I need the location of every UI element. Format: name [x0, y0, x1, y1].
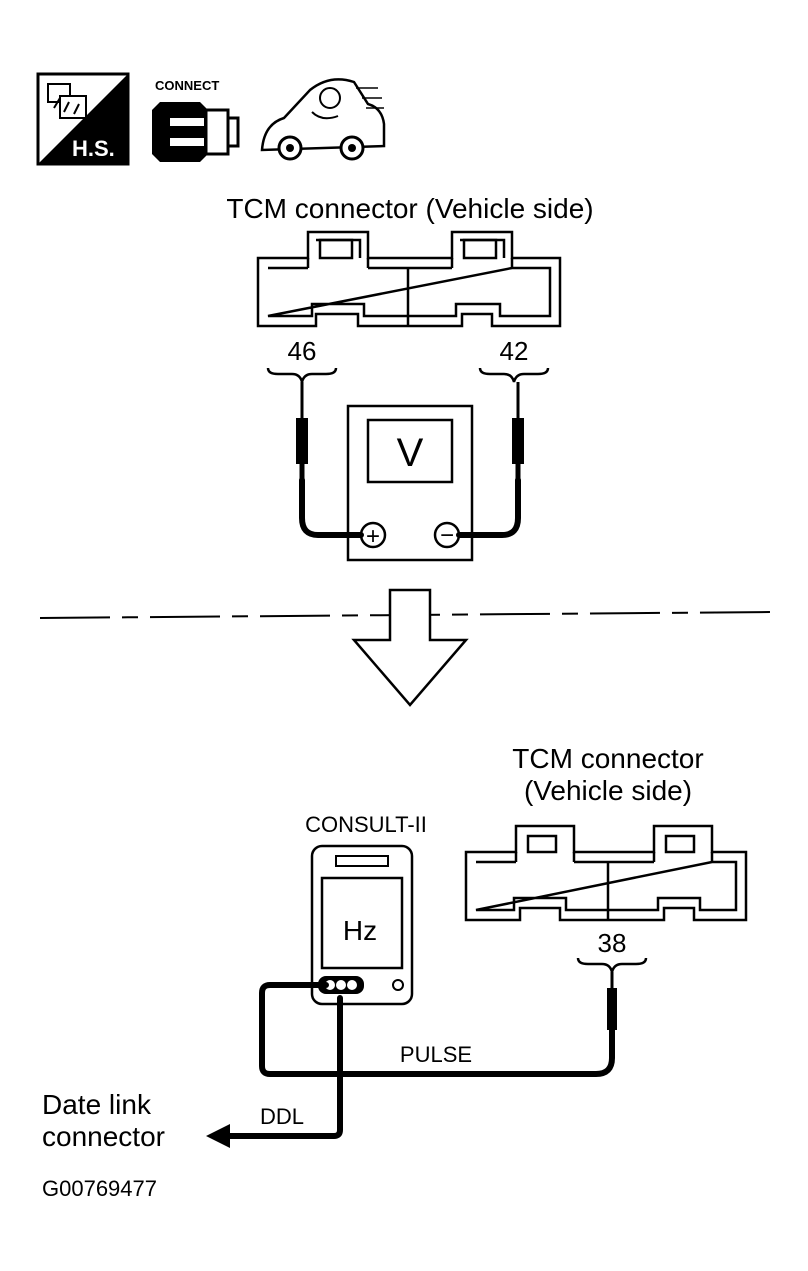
right-probe: [512, 382, 524, 480]
left-probe: [296, 382, 308, 480]
connect-label: CONNECT: [155, 78, 219, 93]
tcm-connector-bottom: [464, 824, 748, 922]
pulse-label: PULSE: [400, 1042, 472, 1067]
pin-38-brace: [576, 957, 648, 973]
down-arrow: [351, 588, 469, 707]
ddl-label: DDL: [260, 1104, 304, 1129]
minus-terminal: −: [440, 522, 454, 549]
connect-icon: CONNECT: [152, 78, 240, 162]
voltmeter-display: V: [397, 431, 424, 475]
plus-wire: [299, 477, 364, 538]
driving-car-icon: [260, 78, 386, 161]
pulse-probe: [607, 972, 617, 1030]
voltmeter: V + −: [346, 404, 474, 562]
ddl-arrowhead: [206, 1124, 230, 1148]
consult-ii-device: Hz: [310, 844, 414, 1006]
pulse-wire: [259, 982, 615, 1077]
pin-46-brace: [266, 367, 338, 383]
hand-tools-hs-icon: H.S.: [36, 72, 130, 166]
consult-ii-label: CONSULT-II: [305, 812, 427, 837]
datalink-connector-label-line1: Date link: [42, 1089, 152, 1120]
step2-connector-title-line1: TCM connector: [512, 743, 703, 774]
step2-connector-title-line2: (Vehicle side): [524, 775, 692, 806]
pin-46-label: 46: [288, 336, 317, 366]
step1-connector-title: TCM connector (Vehicle side): [226, 193, 593, 224]
pin-42-brace: [478, 367, 550, 383]
figure-id: G00769477: [42, 1176, 157, 1201]
datalink-connector-label-line2: connector: [42, 1121, 165, 1152]
ddl-wire: [227, 995, 343, 1139]
hs-label: H.S.: [72, 136, 115, 161]
tcm-connector-top: [256, 230, 562, 328]
pin-38-label: 38: [598, 928, 627, 958]
minus-wire: [456, 477, 521, 538]
consult-display: Hz: [343, 915, 377, 946]
pin-42-label: 42: [500, 336, 529, 366]
plus-terminal: +: [366, 523, 380, 550]
